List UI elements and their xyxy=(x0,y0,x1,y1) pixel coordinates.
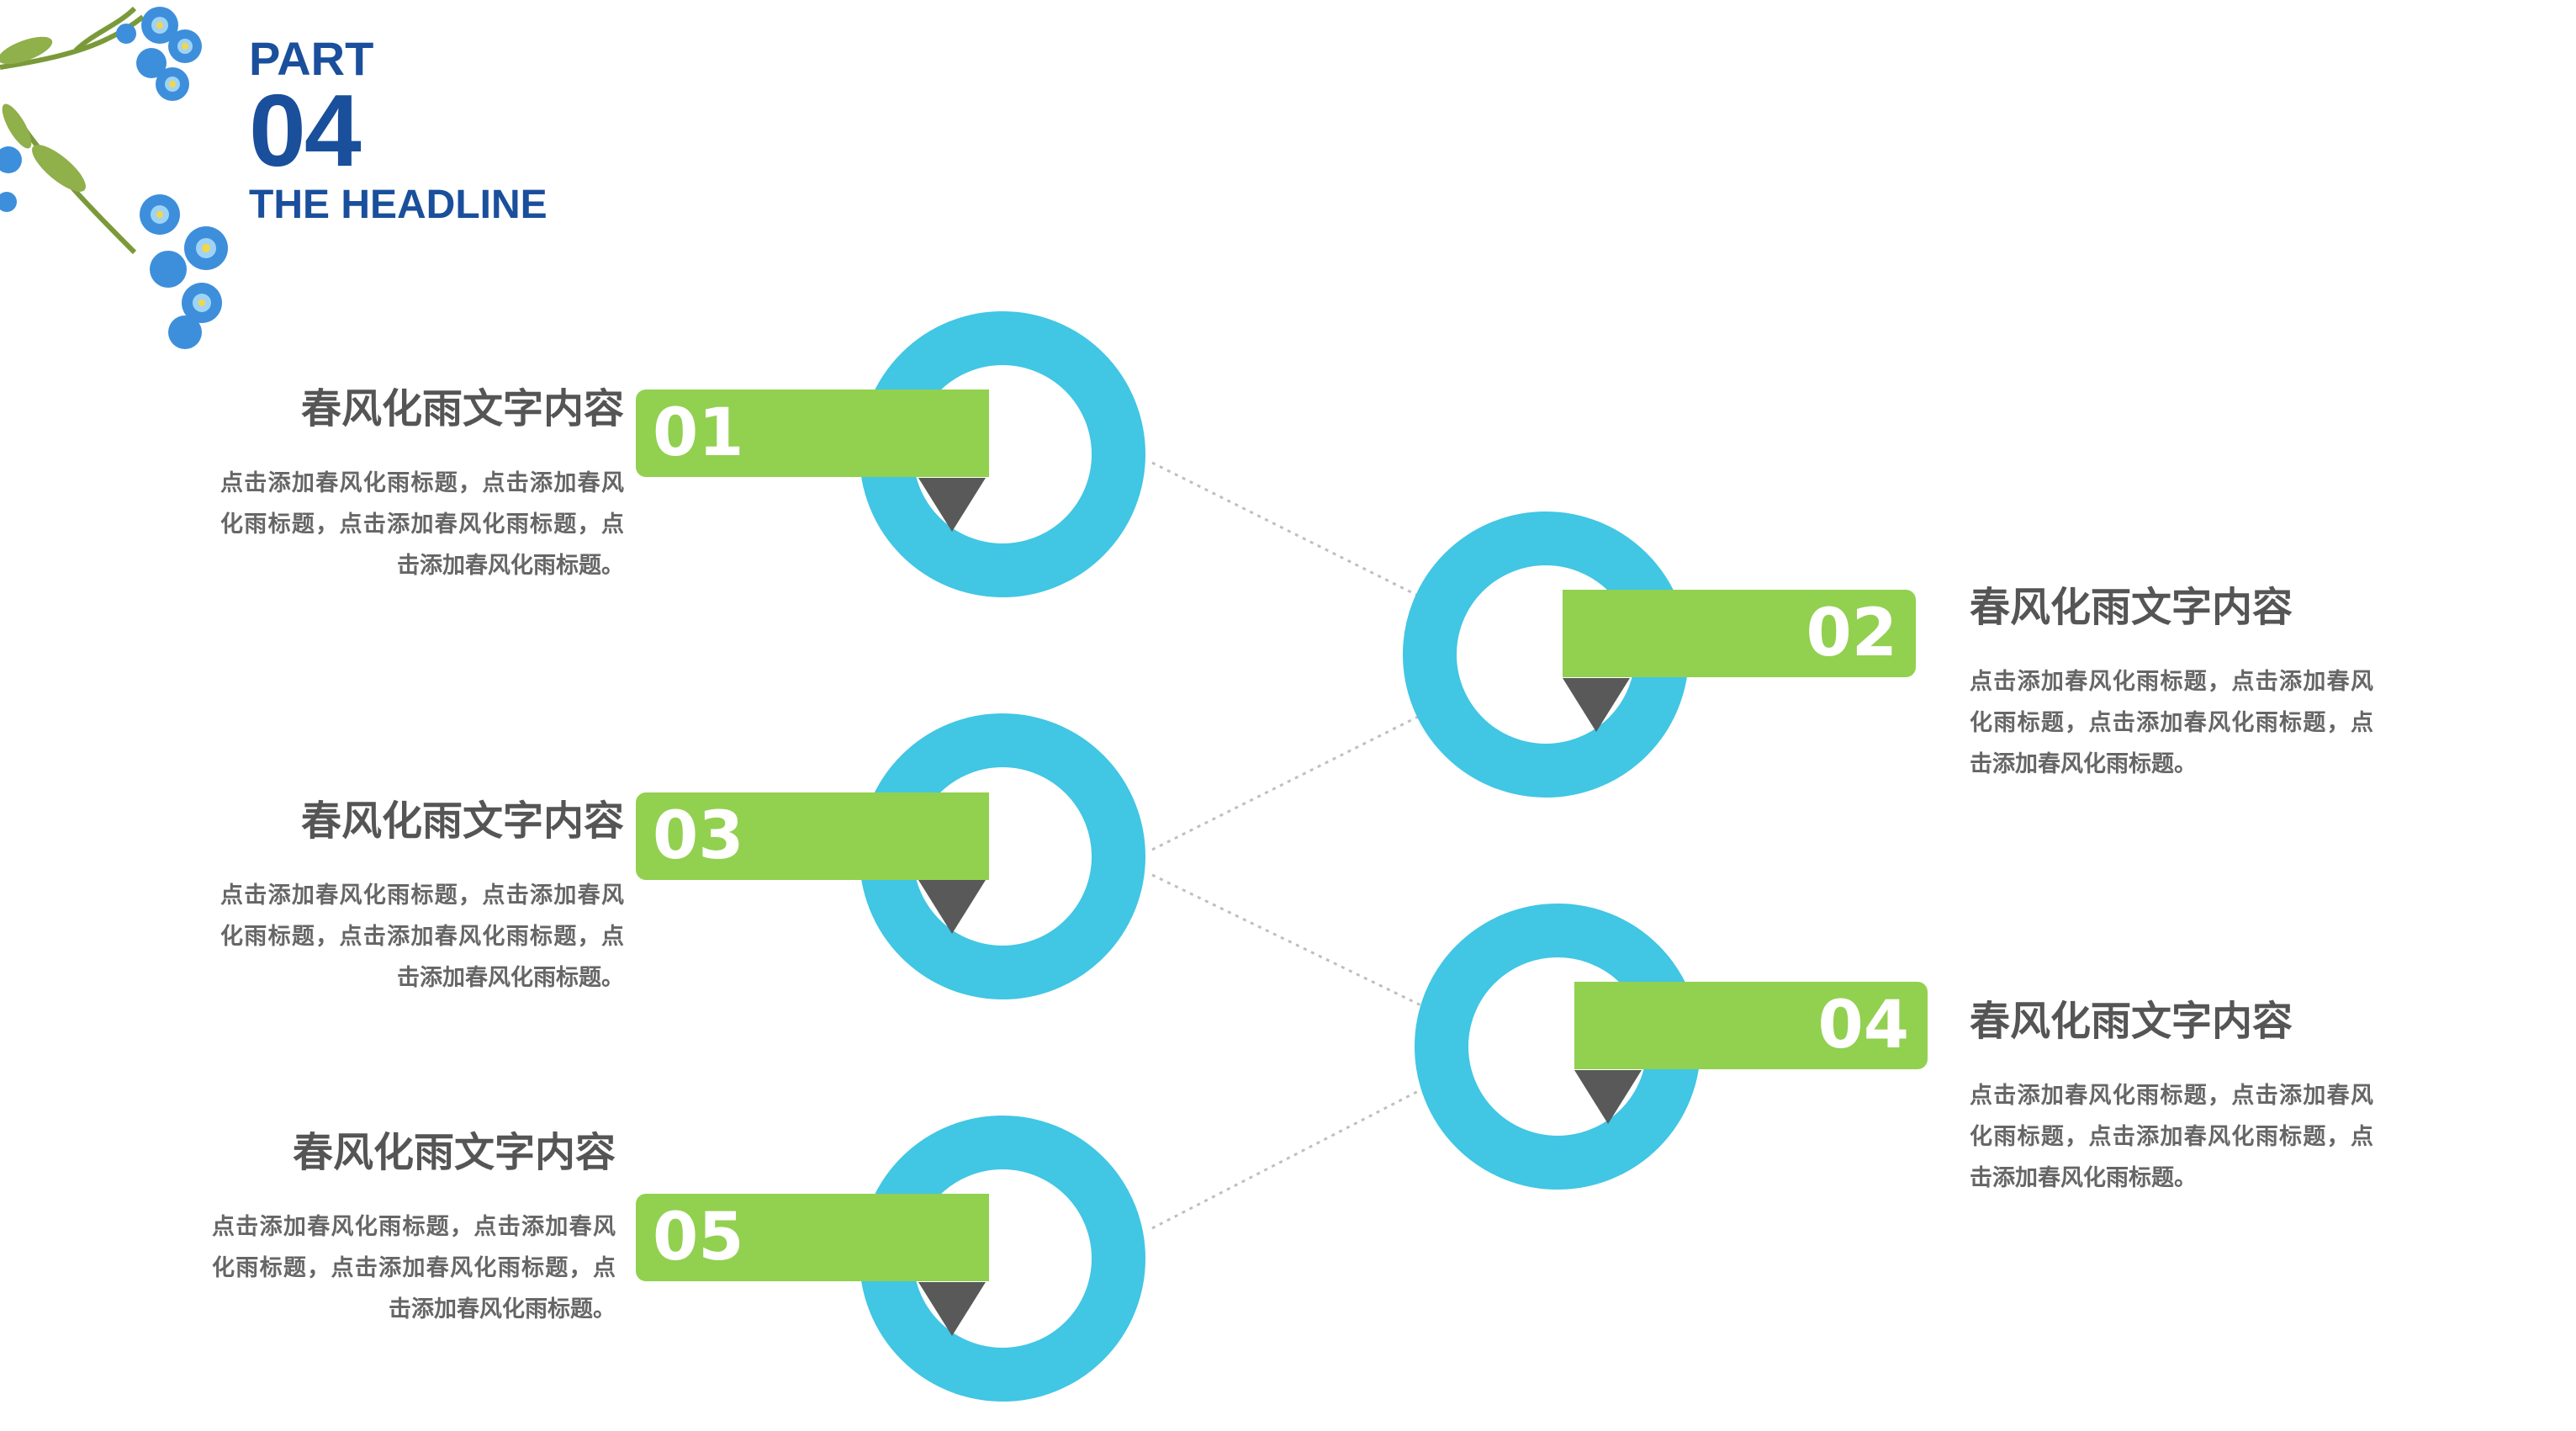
item-title: 春风化雨文字内容 xyxy=(1970,584,2293,631)
item-body: 点击添加春风化雨标题，点击添加春风化雨标题，点击添加春风化雨标题，点击添加春风化… xyxy=(220,882,624,991)
connector-01-02 xyxy=(1151,461,1422,599)
number-band-02: 02 xyxy=(1563,590,1916,677)
item-body: 点击添加春风化雨标题，点击添加春风化雨标题，点击添加春风化雨标题，点击添加春风化… xyxy=(212,1214,616,1322)
item-title: 春风化雨文字内容 xyxy=(300,385,624,432)
item-title: 春风化雨文字内容 xyxy=(292,1129,616,1176)
text-block-04: 春风化雨文字内容 点击添加春风化雨标题，点击添加春风化雨标题，点击添加春风化雨标… xyxy=(1970,996,2373,1199)
text-block-01: 春风化雨文字内容 点击添加春风化雨标题，点击添加春风化雨标题，点击添加春风化雨标… xyxy=(220,384,624,586)
item-body: 点击添加春风化雨标题，点击添加春风化雨标题，点击添加春风化雨标题，点击添加春风化… xyxy=(1970,1083,2373,1191)
flower-decoration xyxy=(0,6,228,349)
text-block-02: 春风化雨文字内容 点击添加春风化雨标题，点击添加春风化雨标题，点击添加春风化雨标… xyxy=(1970,582,2373,785)
item-title: 春风化雨文字内容 xyxy=(1970,998,2293,1045)
number-band-04: 04 xyxy=(1574,982,1928,1069)
part-label: PART xyxy=(249,32,374,85)
item-body: 点击添加春风化雨标题，点击添加春风化雨标题，点击添加春风化雨标题，点击添加春风化… xyxy=(220,470,624,579)
part-number: 04 xyxy=(249,73,362,188)
text-block-05: 春风化雨文字内容 点击添加春风化雨标题，点击添加春风化雨标题，点击添加春风化雨标… xyxy=(212,1127,616,1330)
number-band-03: 03 xyxy=(636,792,989,880)
section-header: PART 04 THE HEADLINE xyxy=(249,34,547,231)
connector-03-04 xyxy=(1151,873,1431,1011)
item-title: 春风化雨文字内容 xyxy=(300,798,624,845)
number-band-05: 05 xyxy=(636,1194,989,1281)
connector-05-04 xyxy=(1151,1084,1431,1230)
item-body: 点击添加春风化雨标题，点击添加春风化雨标题，点击添加春风化雨标题，点击添加春风化… xyxy=(1970,669,2373,777)
number-band-01: 01 xyxy=(636,390,989,477)
text-block-03: 春风化雨文字内容 点击添加春风化雨标题，点击添加春风化雨标题，点击添加春风化雨标… xyxy=(220,796,624,999)
headline: THE HEADLINE xyxy=(249,183,547,227)
connector-03-02 xyxy=(1151,713,1422,851)
